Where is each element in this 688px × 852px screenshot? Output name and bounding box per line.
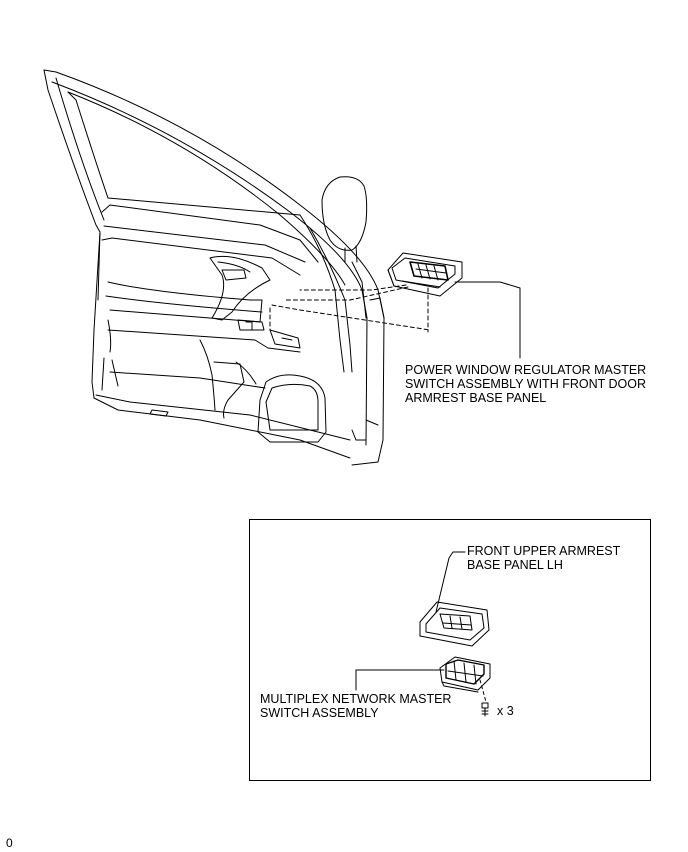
illustration-code: 0 <box>6 836 13 850</box>
callout-network-switch-line-2: SWITCH ASSEMBLY <box>260 706 379 720</box>
screw-guides <box>479 679 487 703</box>
screw-quantity: x 3 <box>497 704 514 718</box>
callout-main-switch-line-3: ARMREST BASE PANEL <box>405 391 547 405</box>
callout-main-switch: POWER WINDOW REGULATOR MASTER SWITCH ASS… <box>405 363 646 405</box>
multiplex-network-master-switch <box>439 656 491 693</box>
callout-armrest-panel: FRONT UPPER ARMREST BASE PANEL LH <box>467 544 620 572</box>
inset-detail-frame <box>249 519 651 781</box>
install-guide-lines <box>269 284 431 333</box>
seat-headrest <box>321 176 368 263</box>
door-shell <box>91 231 385 459</box>
callout-main-switch-line-2: SWITCH ASSEMBLY WITH FRONT DOOR <box>405 377 646 391</box>
leader-armrest-panel <box>435 551 466 613</box>
leader-network-switch <box>355 669 445 691</box>
door-frame <box>43 69 385 466</box>
front-upper-armrest-base-panel <box>419 601 490 647</box>
door-trim-panel <box>101 204 327 443</box>
screw-icon <box>481 702 489 717</box>
callout-armrest-panel-line-1: FRONT UPPER ARMREST <box>467 544 621 558</box>
leader-main-switch <box>454 281 521 359</box>
callout-armrest-panel-line-2: BASE PANEL LH <box>467 558 563 572</box>
power-window-switch-assembly <box>387 252 463 297</box>
callout-network-switch: MULTIPLEX NETWORK MASTER SWITCH ASSEMBLY <box>260 692 451 720</box>
callout-main-switch-line-1: POWER WINDOW REGULATOR MASTER <box>405 363 647 377</box>
callout-network-switch-line-1: MULTIPLEX NETWORK MASTER <box>260 692 452 706</box>
